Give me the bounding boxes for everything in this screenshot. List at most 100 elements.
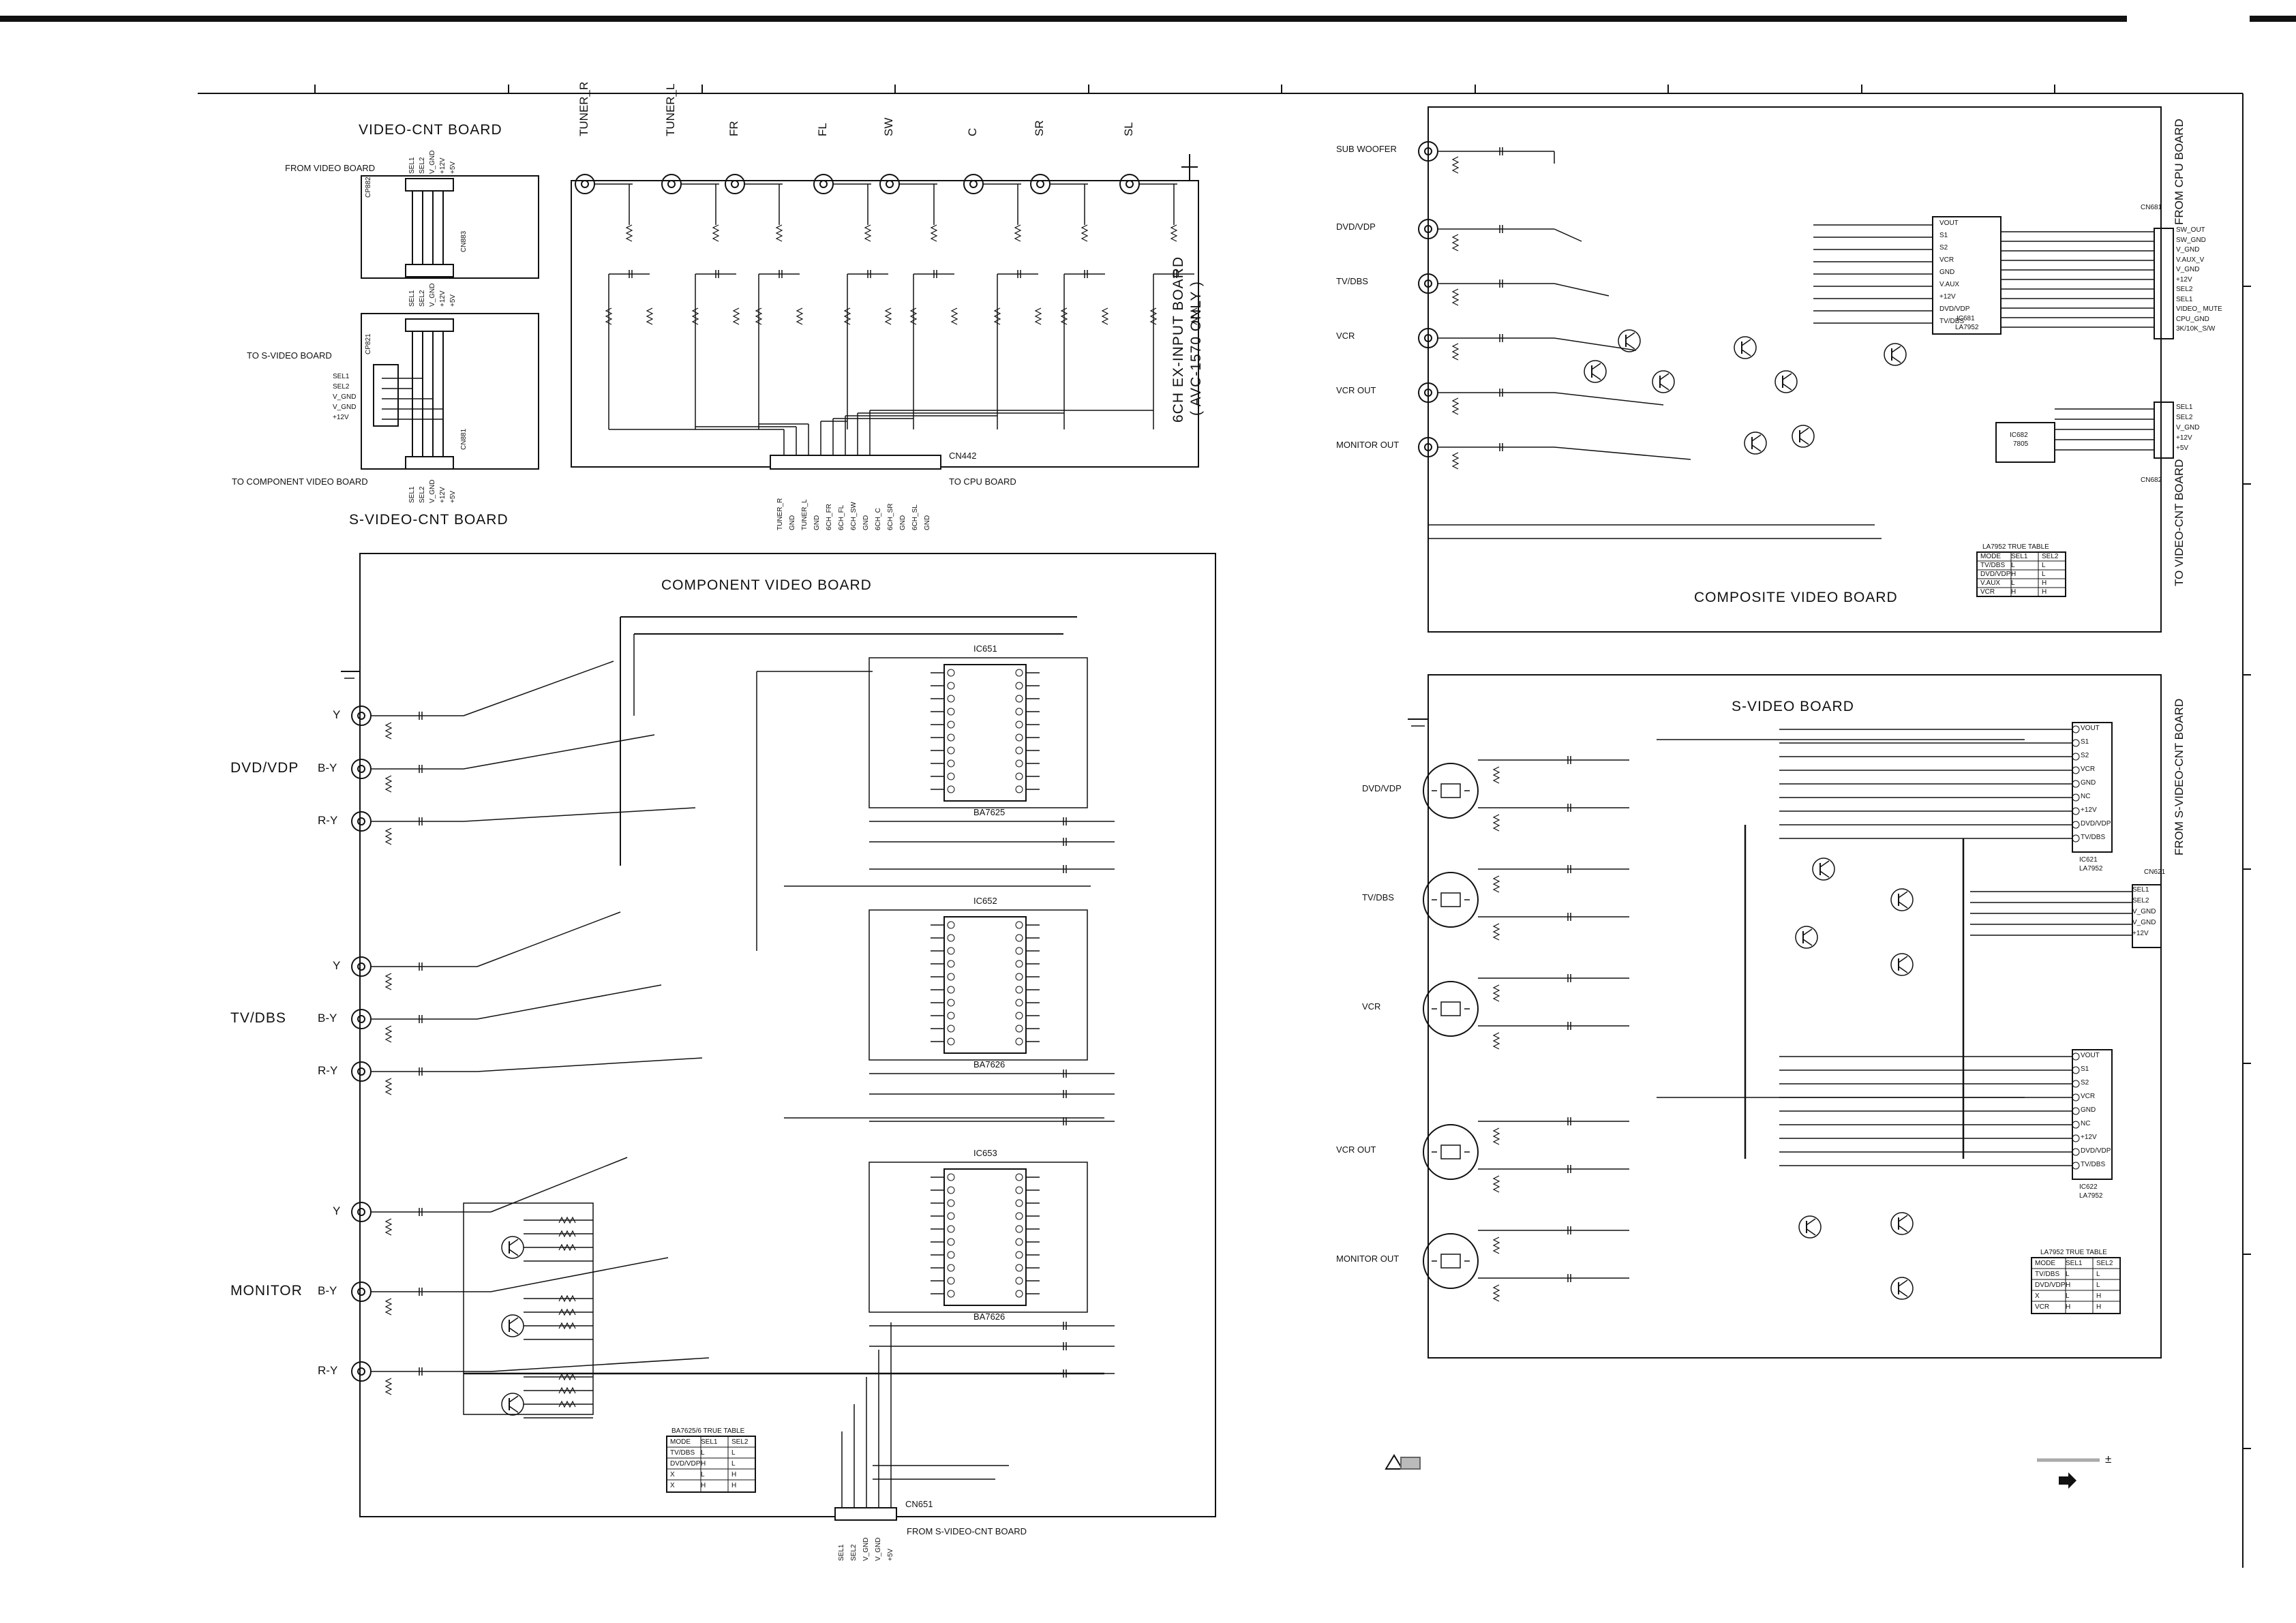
truth-cell: L [2096,1281,2100,1289]
s-video-table-title: LA7952 TRUE TABLE [2040,1249,2107,1256]
s-video-cnt-pin: +12V [2132,930,2149,937]
truth-cell: H [731,1471,737,1478]
truth-cell: H [2096,1292,2102,1300]
truth-cell: H [2066,1303,2071,1311]
s-video-ic-ref: IC621 [2079,856,2098,864]
truth-cell: VCR [1980,588,1995,596]
s-video-transistor [1890,953,1914,976]
s-video-pin: V_GND [333,393,357,401]
to-video-cnt-board-label: TO VIDEO-CNT BOARD [2173,459,2186,586]
cpu-pin: 3K/10K_S/W [2176,325,2216,333]
s-video-ic-pin: +12V [2081,806,2097,814]
s-video-cnt-pin: V_GND [2132,919,2156,926]
s-video-jack [1423,872,1479,928]
cn442-pin: GND [899,515,907,530]
s-video-jack [1423,763,1479,819]
component-jack [351,1202,372,1222]
truth-header: SEL2 [731,1438,749,1446]
truth-cell: TV/DBS [670,1449,695,1457]
s-video-ic-pin: VCR [2081,1093,2096,1100]
ic681-pin: VCR [1939,256,1954,264]
jack-label-tuner_l: TUNER_L [664,83,677,136]
truth-cell: TV/DBS [1980,562,2006,569]
component-ic [943,664,1027,802]
truth-cell: H [2042,588,2047,596]
composite-input-label: MONITOR OUT [1336,440,1400,450]
truth-cell: H [701,1460,706,1468]
cpu-pin: SW_GND [2176,236,2206,244]
video-cnt-pin-mid: SEL2 [419,290,426,307]
cpu-pin: V_GND [2176,246,2200,254]
s-video-input-label: DVD/VDP [1362,783,1402,793]
truth-cell: X [670,1471,675,1478]
composite-video-board-title: COMPOSITE VIDEO BOARD [1694,590,1898,605]
truth-cell: H [701,1482,706,1489]
ic681-pin: S2 [1939,244,1948,252]
cn682-label: CN682 [2141,476,2162,484]
jack-tuner-r [575,174,595,194]
composite-transistor [1734,336,1757,359]
s-video-transistor [1798,1215,1822,1239]
truth-cell: X [2035,1292,2040,1300]
s-video-cnt-board-title: S-VIDEO-CNT BOARD [349,512,509,528]
s-video-ic-pin: GND [2081,779,2096,787]
s-video-ic-pin: GND [2081,1106,2096,1114]
truth-cell: L [2042,571,2046,578]
ic681-label: IC681 [1957,315,1975,322]
component-jack [351,706,372,726]
composite-transistor [1584,360,1607,383]
truth-cell: X [670,1482,675,1489]
truth-cell: VCR [2035,1303,2050,1311]
component-jack-label: Y [333,708,341,721]
jack-label-c: C [966,127,979,136]
cnt-pin: SEL1 [2176,404,2193,411]
component-jack [351,1281,372,1302]
cnt-pin: SEL2 [2176,414,2193,421]
cn442-pin: 6CH_C [875,508,882,530]
ex-input-board-title: 6CH EX-INPUT BOARD [1170,256,1186,423]
composite-transistor [1884,343,1907,366]
truth-cell: V.AUX [1980,579,2001,587]
component-ic-ref: IC651 [973,643,997,654]
component-ic [943,916,1027,1054]
cpu-pin: VIDEO_ MUTE [2176,305,2222,313]
composite-transistor [1652,370,1675,393]
ex-input-board-subtitle: ( AVC-1570 ONLY ) [1188,281,1204,416]
s-video-pin: SEL1 [333,373,350,380]
component-jack-label: Y [333,959,341,972]
component-jack [351,1361,372,1382]
s-video-jack [1423,1124,1479,1180]
truth-cell: H [2011,571,2016,578]
jack-sr [1030,174,1051,194]
truth-header: MODE [1980,553,2001,560]
s-video-transistor [1890,1277,1914,1300]
cn442-pin: GND [813,515,821,530]
composite-jack [1418,273,1438,294]
truth-cell: H [2011,588,2016,596]
composite-transistor [1618,329,1641,352]
truth-cell: DVD/VDP [670,1460,701,1468]
cn442-pin: 6CH_SL [911,504,919,530]
cn881-label: CN881 [460,428,468,450]
video-cnt-pin-bottom: +5V [449,490,457,503]
cpu-pin: V.AUX_V [2176,256,2205,264]
cnt-pin: +5V [2176,444,2189,452]
s-video-pin: V_GND [333,404,357,411]
cpu-pin: +12V [2176,275,2192,284]
video-cnt-pin-top: SEL2 [419,157,426,174]
s-video-ic-pin: NC [2081,1120,2091,1127]
component-jack [351,811,372,832]
ic681-pin: VOUT [1939,219,1959,227]
composite-jack [1418,382,1438,403]
s-video-ic-pin: S2 [2081,1079,2089,1087]
s-video-ic-pin: TV/DBS [2081,1161,2106,1168]
truth-header: SEL1 [701,1438,718,1446]
jack-c [963,174,984,194]
composite-jack [1418,219,1438,239]
component-jack-label: Y [333,1204,341,1217]
composite-input-label: VCR [1336,331,1355,341]
from-s-video-cnt-board-label: FROM S-VIDEO-CNT BOARD [2173,698,2186,855]
video-cnt-pin-bottom: V_GND [429,479,436,503]
cp882-label: CP882 [365,177,372,198]
cnt-pin: V_GND [2176,424,2200,431]
